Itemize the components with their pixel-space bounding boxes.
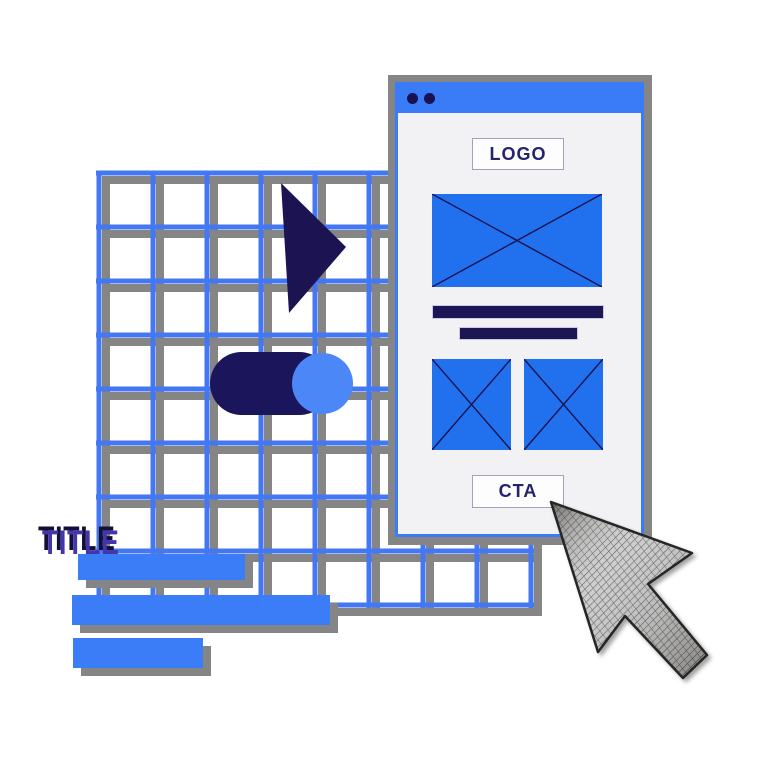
window-dot-icon [407, 93, 418, 104]
text-bar [72, 595, 330, 625]
window-titlebar [397, 84, 642, 113]
image-placeholder-left [432, 359, 511, 450]
image-placeholder-right [524, 359, 603, 450]
cta-button[interactable]: CTA [472, 475, 564, 508]
text-bar [78, 554, 245, 580]
cta-label: CTA [498, 481, 538, 501]
window-dot-icon [424, 93, 435, 104]
image-placeholder-icon [432, 359, 511, 450]
play-icon [281, 183, 346, 313]
browser-window: LOGO CTA [395, 82, 644, 537]
logo-box: LOGO [472, 138, 564, 170]
logo-label: LOGO [489, 143, 547, 164]
toggle-icon[interactable] [210, 352, 353, 415]
title-text: TITLE [42, 524, 120, 562]
text-line-icon [459, 327, 578, 340]
image-placeholder-icon [432, 194, 602, 287]
hero-image-placeholder [432, 194, 602, 287]
toggle-knob[interactable] [292, 353, 353, 414]
image-placeholder-icon [524, 359, 603, 450]
text-line-icon [432, 305, 604, 319]
text-bar [73, 638, 203, 668]
